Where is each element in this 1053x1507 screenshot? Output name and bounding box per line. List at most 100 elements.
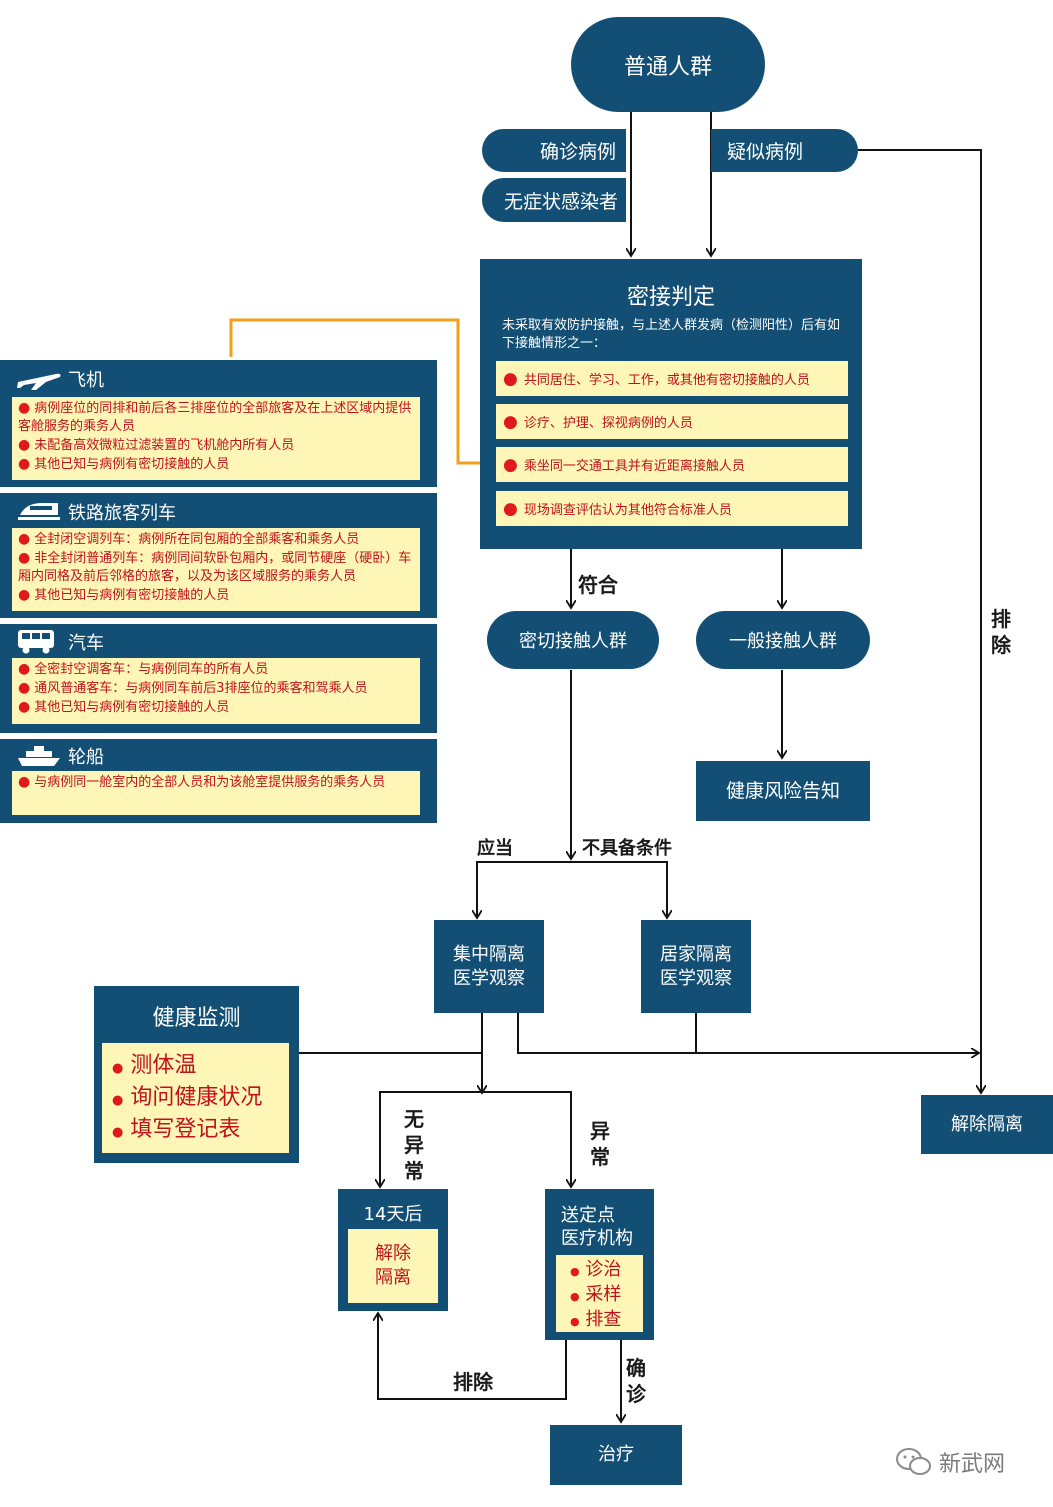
health-monitoring-item: ● 询问健康状况 [112, 1085, 263, 1110]
node-health-risk-notice-label: 健康风险告知 [725, 780, 840, 802]
criteria-item: ● 乘坐同一交通工具并有近距离接触人员 [496, 447, 848, 482]
node-general-contact: 一般接触人群 [696, 611, 870, 669]
transport-item: ●全封闭空调列车：病例所在同包厢的全部乘客和乘务人员 [18, 531, 360, 547]
node-treatment: 治疗 [550, 1425, 682, 1485]
medical-action-text: 排查 [585, 1309, 622, 1330]
transport-item-text: 其他已知与病例有密切接触的人员 [34, 588, 230, 603]
transport-item-text: 通风普通客车：与病例同车前后3排座位的乘客和驾乘人员 [34, 681, 368, 696]
node-home-isolation-line: 医学观察 [660, 967, 732, 989]
transport-item-text: 非全封闭普通列车：病例同间软卧包厢内，或同节硬座（硬卧）车厢内同格及前后邻格的旅… [18, 551, 412, 584]
arrow-to-home-isolation [571, 861, 667, 917]
node-after-14-days-label: 14天后 [363, 1204, 423, 1225]
node-release-isolation: 解除隔离 [921, 1095, 1053, 1154]
node-central-isolation-line: 医学观察 [453, 967, 525, 989]
transport-panel-ship: 轮船 ●与病例同一舱室内的全部人员和为该舱室提供服务的乘务人员 [0, 739, 437, 823]
node-close-contact-label: 密切接触人群 [519, 631, 627, 652]
transport-title: 飞机 [68, 370, 104, 391]
transport-item-text: 病例座位的同排和前后各三排座位的全部旅客及在上述区域内提供客舱服务的乘务人员 [18, 401, 412, 434]
node-release-isolation-label: 解除隔离 [951, 1113, 1023, 1135]
transport-panel-airplane: 飞机 ●病例座位的同排和前后各三排座位的全部旅客及在上述区域内提供客舱服务的乘务… [0, 360, 437, 487]
node-suspected-case-label: 疑似病例 [727, 141, 804, 163]
label-should: 应当 [477, 838, 513, 859]
transport-item: ●与病例同一舱室内的全部人员和为该舱室提供服务的乘务人员 [18, 774, 386, 790]
medical-action-item: ● 诊治 [570, 1259, 622, 1280]
bullet-icon: ● [503, 411, 518, 432]
criteria-text: 共同居住、学习、工作，或其他有密切接触的人员 [523, 373, 810, 388]
criteria-text: 乘坐同一交通工具并有近距离接触人员 [523, 459, 745, 474]
determination-description: 未采取有效防护接触，与上述人群发病（检测阳性）后有如下接触情形之一： [502, 318, 841, 351]
node-close-contact: 密切接触人群 [487, 611, 659, 669]
health-monitoring-item: ● 填写登记表 [112, 1117, 241, 1142]
health-monitoring-list: ● 测体温 ● 询问健康状况 ● 填写登记表 [102, 1043, 289, 1153]
arrow-to-central-isolation [477, 861, 571, 917]
node-medical-institution-line: 送定点 [561, 1205, 615, 1226]
health-monitoring-text: 填写登记表 [130, 1117, 241, 1142]
transport-item-text: 全封闭空调列车：病例所在同包厢的全部乘客和乘务人员 [34, 532, 360, 547]
transport-panel-train: 铁路旅客列车 ●全封闭空调列车：病例所在同包厢的全部乘客和乘务人员 ●非全封闭普… [0, 493, 437, 618]
medical-action-text: 诊治 [585, 1259, 622, 1280]
node-release-inner-line: 解除 [375, 1243, 411, 1264]
transport-item-text: 其他已知与病例有密切接触的人员 [34, 700, 230, 715]
criteria-text: 现场调查评估认为其他符合标准人员 [523, 503, 732, 518]
criteria-text: 诊疗、护理、探视病例的人员 [523, 416, 693, 431]
transport-item-text: 未配备高效微粒过滤装置的飞机舱内所有人员 [34, 438, 295, 453]
watermark-text: 新武网 [939, 1452, 1006, 1477]
transport-item: ●其他已知与病例有密切接触的人员 [18, 456, 230, 472]
transport-title: 铁路旅客列车 [68, 503, 176, 524]
transport-item: ●全密封空调客车：与病例同车的所有人员 [18, 661, 269, 677]
node-home-isolation: 居家隔离 医学观察 [641, 920, 751, 1013]
node-suspected-case: 疑似病例 [711, 129, 858, 172]
health-monitoring-item: ● 测体温 [112, 1053, 197, 1078]
node-release-inner: 解除 隔离 [348, 1229, 438, 1303]
transport-item: ●未配备高效微粒过滤装置的飞机舱内所有人员 [18, 437, 295, 453]
node-release-inner-line: 隔离 [375, 1267, 411, 1288]
medical-actions-list: ● 诊治 ● 采样 ● 排查 [556, 1255, 643, 1332]
transport-title: 汽车 [68, 633, 104, 654]
transport-item: ●其他已知与病例有密切接触的人员 [18, 587, 230, 603]
transport-title: 轮船 [68, 747, 104, 768]
health-monitoring-panel: 健康监测 ● 测体温 ● 询问健康状况 ● 填写登记表 [94, 986, 299, 1163]
transport-items: ●与病例同一舱室内的全部人员和为该舱室提供服务的乘务人员 [12, 771, 420, 815]
transport-items: ●病例座位的同排和前后各三排座位的全部旅客及在上述区域内提供客舱服务的乘务人员 … [12, 397, 420, 480]
node-health-risk-notice: 健康风险告知 [696, 761, 870, 821]
node-asymptomatic: 无症状感染者 [482, 178, 626, 222]
node-general-population-label: 普通人群 [623, 54, 712, 80]
criteria-item: ● 诊疗、护理、探视病例的人员 [496, 404, 848, 439]
node-treatment-label: 治疗 [598, 1444, 634, 1465]
node-after-14-days: 14天后 解除 隔离 [338, 1189, 448, 1311]
train-icon [18, 503, 60, 520]
label-abnormal: 异常 [590, 1119, 610, 1169]
transport-item: ●其他已知与病例有密切接触的人员 [18, 699, 230, 715]
node-medical-institution-line: 医疗机构 [561, 1228, 633, 1249]
criteria-item: ●共同居住、学习、工作，或其他有密切接触的人员 [496, 361, 848, 396]
transport-item: ●病例座位的同排和前后各三排座位的全部旅客及在上述区域内提供客舱服务的乘务人员 [18, 400, 412, 434]
ship-icon [18, 746, 60, 766]
medical-action-item: ● 排查 [570, 1309, 622, 1330]
node-asymptomatic-label: 无症状感染者 [503, 190, 618, 213]
transport-item-text: 其他已知与病例有密切接触的人员 [34, 457, 230, 472]
transport-items: ●全密封空调客车：与病例同车的所有人员 ●通风普通客车：与病例同车前后3排座位的… [12, 658, 420, 724]
health-monitoring-text: 测体温 [130, 1053, 197, 1078]
health-monitoring-title: 健康监测 [152, 1006, 241, 1031]
arrow-to-14-days [380, 1091, 482, 1186]
node-central-isolation: 集中隔离 医学观察 [434, 920, 544, 1013]
health-monitoring-text: 询问健康状况 [130, 1085, 263, 1110]
label-meets: 符合 [578, 573, 618, 597]
arrow-to-medical [482, 1091, 571, 1186]
bullet-icon: ● [503, 498, 518, 519]
orange-connector [229, 318, 496, 465]
watermark: 新武网 [895, 1445, 1005, 1479]
transport-panel-bus: 汽车 ●全密封空调客车：与病例同车的所有人员 ●通风普通客车：与病例同车前后3排… [0, 624, 437, 733]
node-confirmed-case-label: 确诊病例 [539, 141, 616, 163]
label-confirmed: 确诊 [626, 1356, 646, 1406]
bullet-icon: ● [503, 454, 518, 475]
arrow-central-to-release [517, 1013, 978, 1053]
transport-item-text: 全密封空调客车：与病例同车的所有人员 [34, 662, 269, 677]
node-confirmed-case: 确诊病例 [482, 129, 626, 172]
node-central-isolation-line: 集中隔离 [453, 943, 525, 965]
node-home-isolation-line: 居家隔离 [660, 943, 732, 965]
label-not-qualified: 不具备条件 [582, 838, 672, 859]
medical-action-item: ● 采样 [570, 1284, 622, 1305]
arrow-suspected-to-release [856, 149, 981, 1092]
